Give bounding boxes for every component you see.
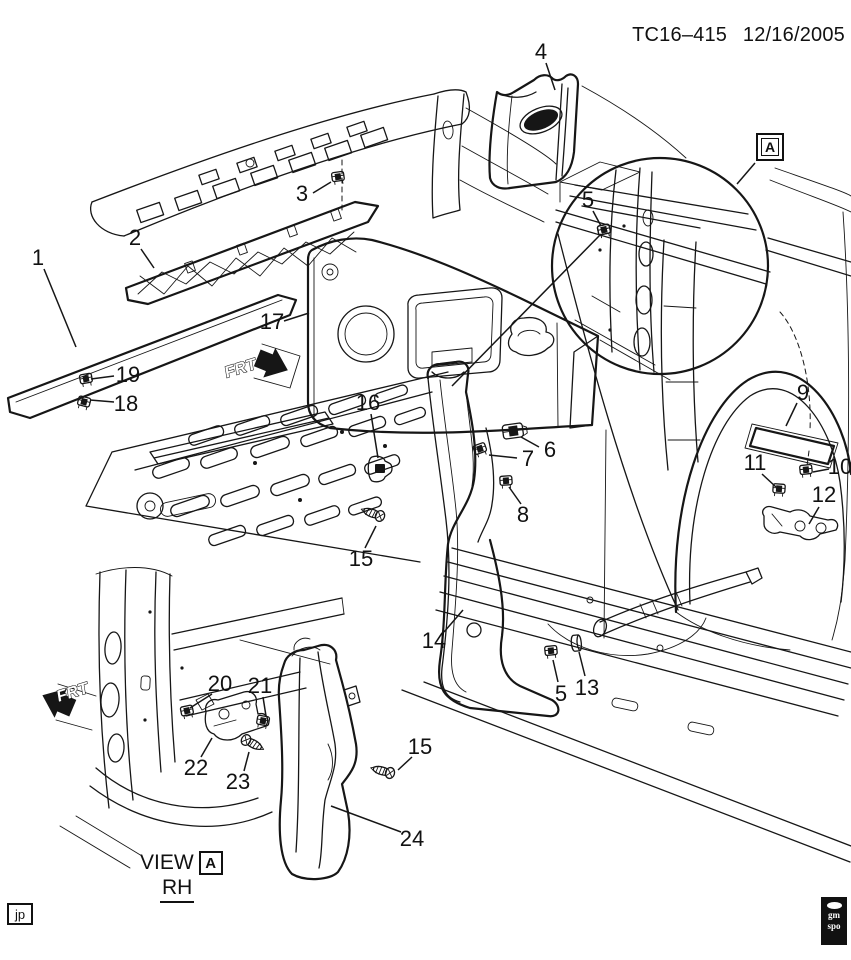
callout-13: 13 [574,675,600,700]
part-1-scuff-plate [6,293,298,420]
frt-arrow-lower: FRT [42,678,97,731]
detail-view-marker: A [756,133,784,161]
gm-spo-badge: gm spo [821,897,847,945]
callout-10: 10 [827,454,851,479]
callout-22: 22 [183,755,209,780]
detail-circle-view-a [451,156,770,387]
drawing-date: 12/16/2005 [742,24,845,46]
view-caption-text: VIEW [140,851,194,874]
detail-view-letter: A [761,138,779,156]
callout-6: 6 [543,437,557,462]
callout-8: 8 [516,502,530,527]
callout-15b: 15 [407,734,433,759]
callout-5a: 5 [581,187,595,212]
callout-18: 18 [113,391,139,416]
callout-21: 21 [247,673,273,698]
frt-arrow-upper: FRT [223,343,301,389]
view-side-label: RH [160,876,195,903]
part-15-screw-b [368,761,397,781]
callout-19: 19 [115,362,141,387]
callout-9: 9 [796,380,810,405]
part-6-clip [501,422,528,440]
callout-15a: 15 [348,546,374,571]
roof-panel [90,89,557,237]
part-23-screw [238,732,267,755]
body-side-inner [555,167,851,651]
part-3-clip [330,170,346,186]
gm-badge-line1: gm [828,910,840,920]
callout-24: 24 [399,826,425,851]
part-15-screw-a [358,503,387,524]
part-10-clip [798,463,814,479]
callout-12: 12 [811,482,837,507]
gm-logo-oval [826,902,842,909]
view-caption: VIEW A [140,851,223,875]
part-17-quarter-trim [306,237,600,434]
callout-5b: 5 [554,681,568,706]
view-caption-marker: A [198,851,223,875]
callout-16: 16 [355,390,381,415]
callout-4: 4 [534,39,548,64]
part-16-clip [367,455,393,483]
callout-1: 1 [31,245,45,270]
author-badge: jp [7,903,33,925]
part-12-bracket [762,505,839,541]
callout-23: 23 [225,769,251,794]
part-8-clip [499,474,514,490]
frt-label-upper: FRT [224,355,258,382]
callout-7: 7 [521,446,535,471]
part-4-pillar-trim [488,73,687,190]
leader-lines [43,62,830,833]
part-13-clip [569,633,583,653]
part-9-step-pad [744,423,839,469]
drawing-title: TC16–415 12/16/2005 [622,24,845,47]
callout-20: 20 [207,671,233,696]
part-5-clip-b [543,644,559,660]
callout-3: 3 [295,181,309,206]
gm-badge-line2: spo [827,921,841,931]
drawing-number: TC16–415 [632,24,728,46]
callout-17: 17 [259,309,285,334]
part-14-pillar-trim [426,360,560,718]
callout-14: 14 [421,628,447,653]
rear-floor [401,429,851,863]
part-2-sill-plate [124,200,380,306]
floor-pan [85,371,449,563]
callout-2: 2 [128,225,142,250]
lower-left-pillar [59,567,345,869]
callout-11: 11 [743,450,767,475]
part-24-lower-trim [277,637,361,881]
